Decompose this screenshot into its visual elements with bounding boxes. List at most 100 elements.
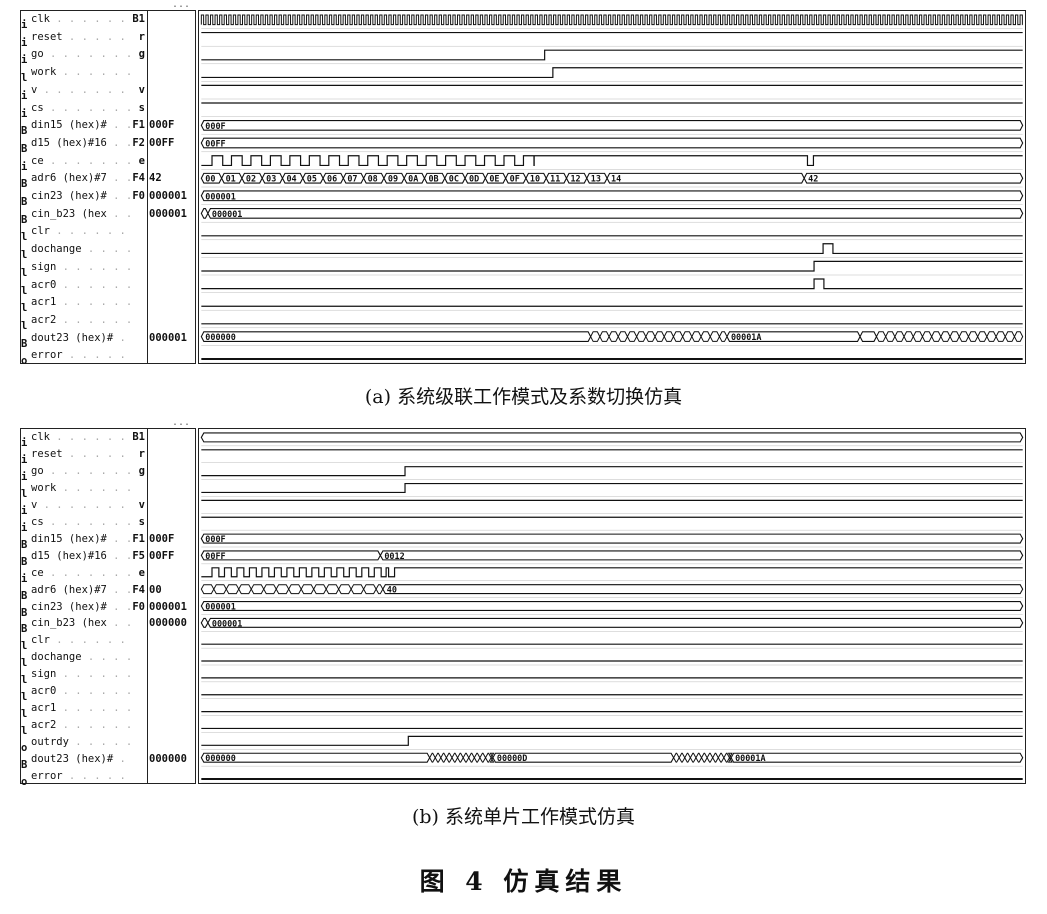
signal-name: clr	[31, 632, 131, 649]
signal-value-cell	[147, 347, 195, 364]
signal-row[interactable]: ivv	[21, 497, 147, 514]
signal-name-text: sign	[31, 261, 131, 273]
bus-cell	[986, 331, 997, 342]
signal-name-text: error	[31, 349, 131, 361]
signal-name-text: reset	[31, 448, 131, 460]
signal-value	[147, 651, 149, 663]
signal-name: dout23 (hex)#	[31, 751, 131, 768]
bus-segment	[200, 137, 1024, 149]
bit-trace	[201, 466, 1023, 477]
signal-row[interactable]: iresetr	[21, 446, 147, 463]
bus-cell	[967, 331, 979, 342]
bus-segment	[200, 331, 592, 342]
signal-name: cin_b23 (hex	[31, 615, 131, 632]
signal-row[interactable]: icee	[21, 565, 147, 582]
bus-label: 0F	[510, 174, 520, 184]
signal-direction: l	[21, 319, 28, 329]
signal-name-text: go	[31, 48, 131, 60]
bus-label: 000001	[205, 601, 235, 611]
bus-cell	[940, 331, 951, 342]
signal-direction: l	[21, 284, 28, 294]
signal-row[interactable]: iclkB1	[21, 429, 147, 446]
signal-value	[147, 719, 149, 731]
signal-row[interactable]: iclkB1	[21, 11, 147, 28]
signal-name-text: dochange	[31, 651, 131, 663]
signal-row[interactable]: icss	[21, 514, 147, 531]
waveform-clk	[200, 432, 1024, 443]
signal-direction: l	[21, 231, 28, 241]
signal-direction: B	[21, 555, 28, 565]
signal-value	[147, 243, 149, 255]
signal-name-text: dochange	[31, 243, 131, 255]
signal-row[interactable]: iresetr	[21, 29, 147, 46]
signal-row[interactable]: ivv	[21, 82, 147, 99]
signal-name: reset	[31, 29, 131, 46]
bus-cell	[712, 752, 719, 763]
signal-name-text: work	[31, 482, 131, 494]
bus-cell	[682, 331, 693, 342]
signal-direction: i	[21, 89, 28, 99]
bus-cell	[457, 752, 464, 763]
time-marker-dots: ...	[172, 0, 191, 10]
signal-value-cell	[147, 46, 195, 63]
signal-row[interactable]: icee	[21, 153, 147, 170]
signal-name: acr0	[31, 277, 131, 294]
bus-segment	[200, 601, 1024, 611]
signal-row[interactable]: igog	[21, 46, 147, 63]
bus-cell	[468, 752, 475, 763]
signal-value-cell	[147, 734, 195, 751]
waveform-ce	[201, 155, 1023, 167]
signal-name: cs	[31, 514, 131, 531]
signal-direction: i	[21, 521, 28, 531]
signal-row[interactable]: igog	[21, 463, 147, 480]
signal-name-text: ce	[31, 155, 131, 167]
signal-name-text: cin_b23 (hex	[31, 617, 131, 629]
signal-value	[147, 736, 149, 748]
signal-code: v	[138, 498, 145, 511]
bus-segment	[200, 190, 1024, 202]
signal-name: sign	[31, 259, 131, 276]
signal-value	[147, 482, 149, 494]
waveform-cin_b23: 000001	[200, 208, 1024, 219]
signal-direction: B	[21, 125, 28, 135]
signal-row[interactable]: icss	[21, 100, 147, 117]
signal-name-text: ce	[31, 567, 131, 579]
bus-cell	[375, 584, 384, 595]
bus-cell	[590, 331, 601, 342]
bus-segment	[207, 208, 1024, 219]
signal-name-text: din15 (hex)#	[31, 533, 131, 545]
signal-name: cin23 (hex)#	[31, 599, 131, 616]
signal-name-text: acr2	[31, 719, 131, 731]
bus-cell	[263, 584, 277, 595]
